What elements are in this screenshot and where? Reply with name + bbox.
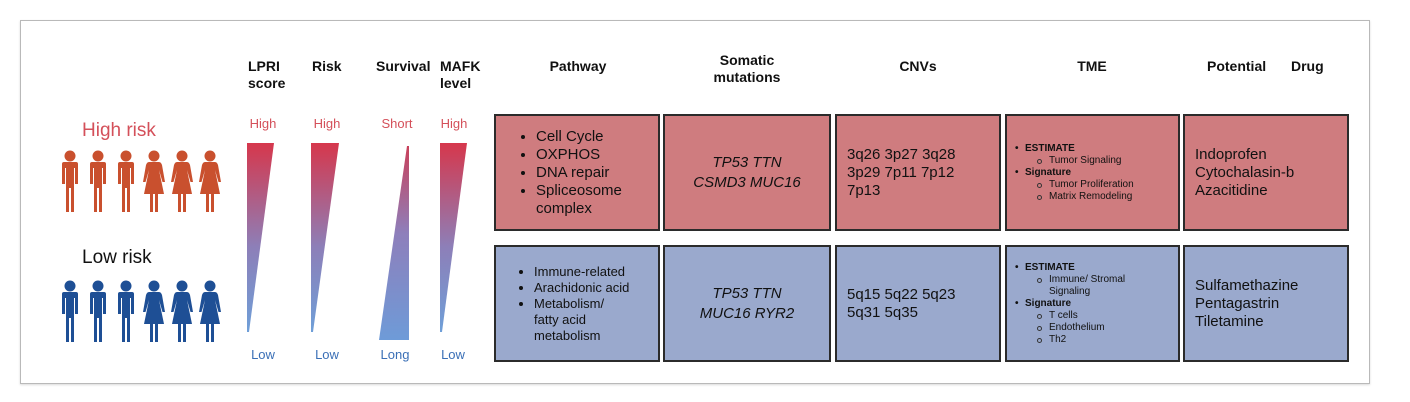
high-pathway-item: Spliceosome complex (536, 182, 658, 218)
low-risk-people-icons (62, 280, 221, 342)
risk-gradient-wedge (311, 143, 339, 332)
header-risk: Risk (312, 58, 342, 74)
high-tme-signature: Signature (1025, 167, 1178, 179)
high-mutations-line: CSMD3 MUC16 (693, 173, 801, 191)
high-cnvs-line: 7p13 (847, 181, 881, 199)
low-tme-estimate-item: Immune/ Stromal Signaling (1025, 274, 1178, 298)
lpri-high-label: High (249, 116, 277, 131)
risk-low-label: Low (315, 347, 339, 362)
header-drug: Drug (1291, 58, 1324, 74)
high-tme-estimate: ESTIMATE (1025, 143, 1178, 155)
low-cnvs-box: 5q15 5q22 5q23 5q31 5q35 (835, 245, 1001, 362)
low-risk-label: Low risk (82, 247, 152, 268)
high-cnvs-line: 3p29 7p11 7p12 (847, 163, 955, 181)
header-lpri-score: LPRI score (248, 58, 285, 92)
header-somatic-line1: Somatic (719, 52, 775, 68)
high-drug-item: Azacitidine (1195, 181, 1268, 199)
low-risk-male-person-icon (118, 280, 134, 342)
high-pathway-item: Cell Cycle (536, 128, 658, 146)
low-drugs-box: Sulfamethazine Pentagastrin Tiletamine (1183, 245, 1349, 362)
high-risk-male-person-icon (62, 150, 78, 212)
high-risk-female-person-icon (171, 150, 193, 212)
high-drug-item: Cytochalasin-b (1195, 163, 1295, 181)
low-drug-item: Sulfamethazine (1195, 276, 1299, 294)
low-cnvs-line: 5q31 5q35 (847, 303, 918, 321)
high-risk-people-icons (62, 150, 221, 212)
low-pathway-box: Immune-related Arachidonic acid Metaboli… (494, 245, 660, 362)
high-risk-female-person-icon (199, 150, 221, 212)
low-mutations-line: TP53 TTN (712, 284, 782, 302)
high-pathway-item: DNA repair (536, 164, 658, 182)
low-drug-item: Pentagastrin (1195, 294, 1280, 312)
header-somatic-line2: mutations (713, 69, 781, 85)
low-tme-estimate: ESTIMATE (1025, 262, 1178, 274)
high-mutations-box: TP53 TTN CSMD3 MUC16 (663, 114, 831, 231)
header-tme: TME (1077, 58, 1107, 74)
high-cnvs-box: 3q26 3p27 3q28 3p29 7p11 7p12 7p13 (835, 114, 1001, 231)
high-tme-estimate-item: Tumor Signaling (1025, 155, 1178, 167)
low-pathway-item: Immune-related (534, 264, 658, 280)
mafk-low-label: Low (441, 347, 465, 362)
risk-high-label: High (313, 116, 341, 131)
low-pathway-item: Metabolism/ fatty acid metabolism (534, 296, 658, 344)
header-lpri-line2: score (248, 75, 286, 91)
high-tme-signature-item: Matrix Remodeling (1025, 191, 1178, 203)
header-somatic-mutations: Somatic mutations (664, 52, 830, 86)
header-potential: Potential (1207, 58, 1267, 74)
high-pathway-item: OXPHOS (536, 146, 658, 164)
lpri-low-label: Low (251, 347, 275, 362)
high-drugs-box: Indoprofen Cytochalasin-b Azacitidine (1183, 114, 1349, 231)
low-cnvs-line: 5q15 5q22 5q23 (847, 285, 956, 303)
survival-short-label: Short (381, 116, 413, 131)
high-risk-male-person-icon (90, 150, 106, 212)
high-risk-label: High risk (82, 120, 156, 141)
mafk-high-label: High (440, 116, 468, 131)
low-risk-male-person-icon (90, 280, 106, 342)
low-drug-item: Tiletamine (1195, 312, 1264, 330)
low-tme-signature-item: Th2 (1025, 334, 1178, 346)
header-mafk-line2: level (440, 75, 472, 91)
lpri-gradient-wedge (247, 143, 274, 332)
header-mafk-line1: MAFK (440, 58, 481, 74)
header-cnvs: CNVs (899, 58, 937, 74)
high-cnvs-line: 3q26 3p27 3q28 (847, 145, 956, 163)
low-risk-female-person-icon (199, 280, 221, 342)
header-lpri-line1: LPRI (248, 58, 280, 74)
low-risk-female-person-icon (143, 280, 165, 342)
high-mutations-line: TP53 TTN (712, 153, 782, 171)
low-risk-male-person-icon (62, 280, 78, 342)
survival-long-label: Long (380, 347, 410, 362)
low-tme-signature-item: T cells (1025, 310, 1178, 322)
header-mafk-level: MAFK level (440, 58, 480, 92)
low-mutations-box: TP53 TTN MUC16 RYR2 (663, 245, 831, 362)
high-risk-male-person-icon (118, 150, 134, 212)
header-pathway: Pathway (549, 58, 607, 74)
low-pathway-item: Arachidonic acid (534, 280, 658, 296)
high-pathway-box: Cell Cycle OXPHOS DNA repair Spliceosome… (494, 114, 660, 231)
header-survival: Survival (376, 58, 431, 74)
low-tme-signature: Signature (1025, 298, 1178, 310)
high-drug-item: Indoprofen (1195, 145, 1267, 163)
survival-gradient-wedge (379, 146, 409, 340)
high-tme-signature-item: Tumor Proliferation (1025, 179, 1178, 191)
mafk-gradient-wedge (440, 143, 467, 332)
high-risk-female-person-icon (143, 150, 165, 212)
low-tme-box: ESTIMATE Immune/ Stromal Signaling Signa… (1005, 245, 1180, 362)
low-risk-female-person-icon (171, 280, 193, 342)
low-tme-signature-item: Endothelium (1025, 322, 1178, 334)
low-mutations-line: MUC16 RYR2 (699, 304, 795, 322)
high-tme-box: ESTIMATE Tumor Signaling Signature Tumor… (1005, 114, 1180, 231)
